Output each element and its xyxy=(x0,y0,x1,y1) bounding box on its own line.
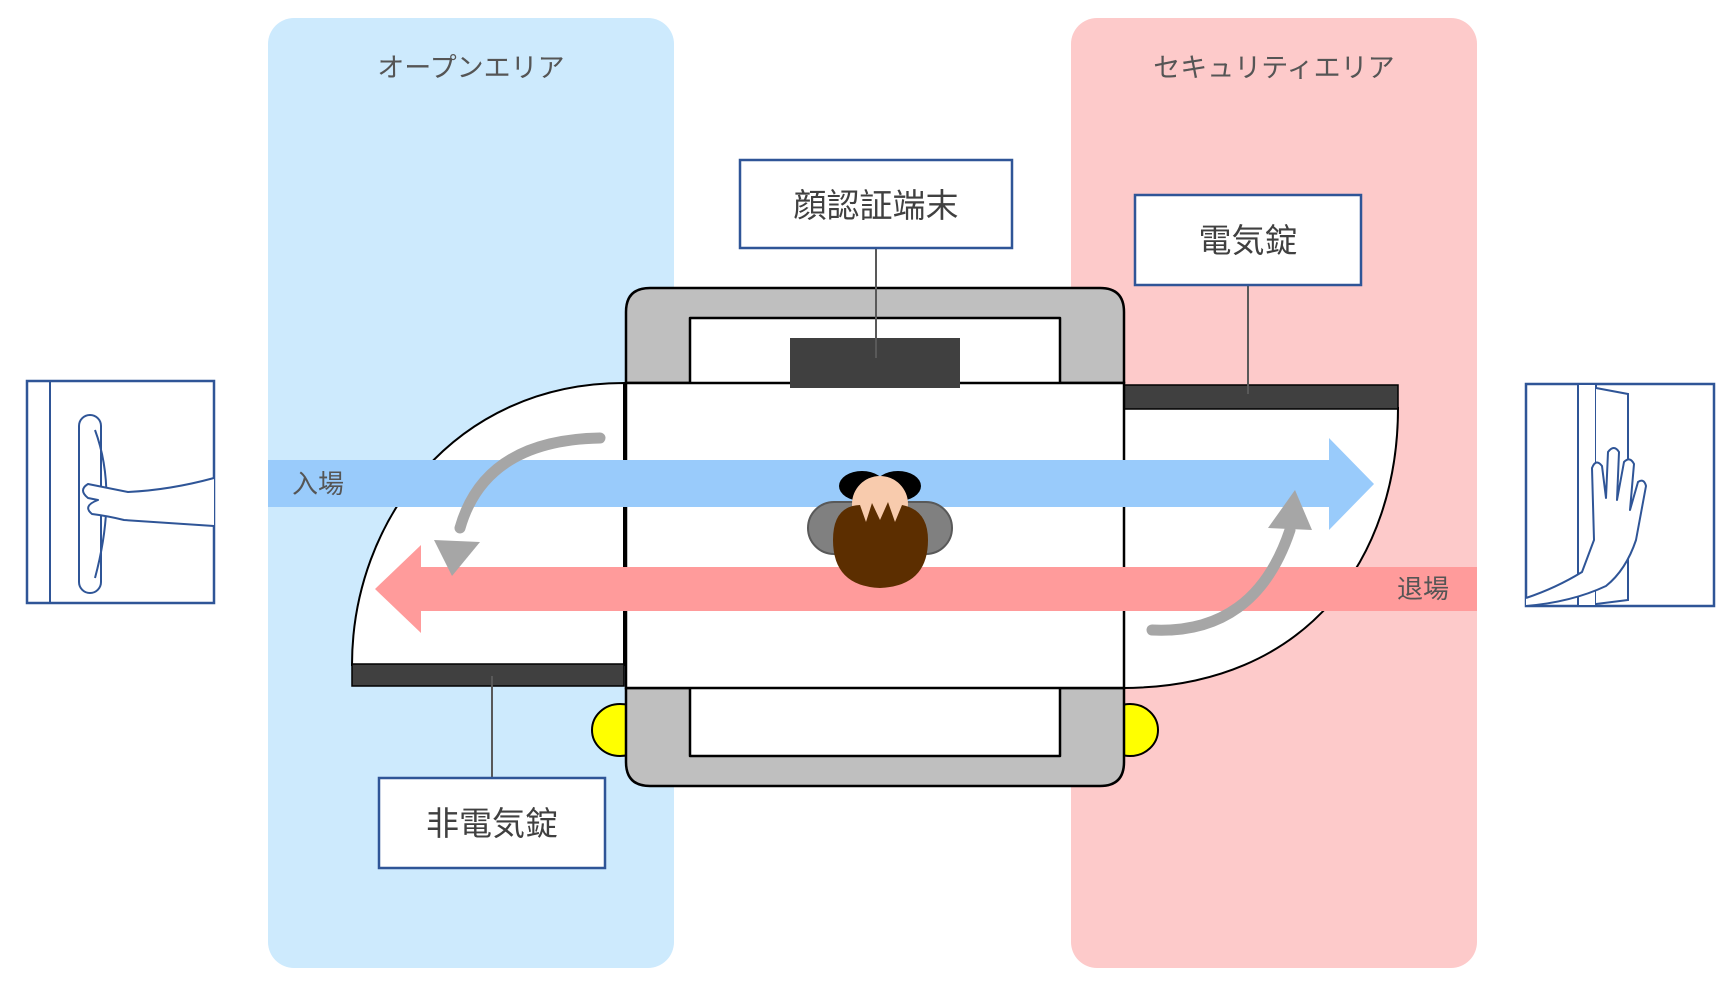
right-swing-arrowhead xyxy=(1268,490,1312,530)
electric-lock-callout xyxy=(1133,193,1363,287)
push-door-icon xyxy=(1524,382,1716,608)
open-area-label: オープンエリア xyxy=(377,53,564,84)
pull-handle-icon xyxy=(25,379,216,605)
electric-lock-bar xyxy=(1121,384,1399,410)
exit-arrow xyxy=(375,545,1477,633)
bottom-wall xyxy=(624,686,1126,788)
face-terminal-callout xyxy=(738,158,1014,250)
left-swing-arrow xyxy=(454,432,606,534)
electric-lock-label: 電気錠 xyxy=(1199,221,1298,260)
non-electric-lock-callout xyxy=(377,776,607,870)
entry-label: 入場 xyxy=(292,470,344,500)
left-swing-arrowhead xyxy=(434,540,480,576)
security-area-label: セキュリティエリア xyxy=(1153,53,1394,84)
person-icon xyxy=(807,471,953,588)
entry-arrow xyxy=(268,438,1374,530)
face-terminal-label: 顔認証端末 xyxy=(794,186,959,225)
non-electric-lock-bar xyxy=(351,663,625,687)
exit-label: 退場 xyxy=(1397,575,1449,605)
right-swing-arrow xyxy=(1146,524,1296,636)
non-electric-lock-label: 非電気錠 xyxy=(426,804,558,843)
